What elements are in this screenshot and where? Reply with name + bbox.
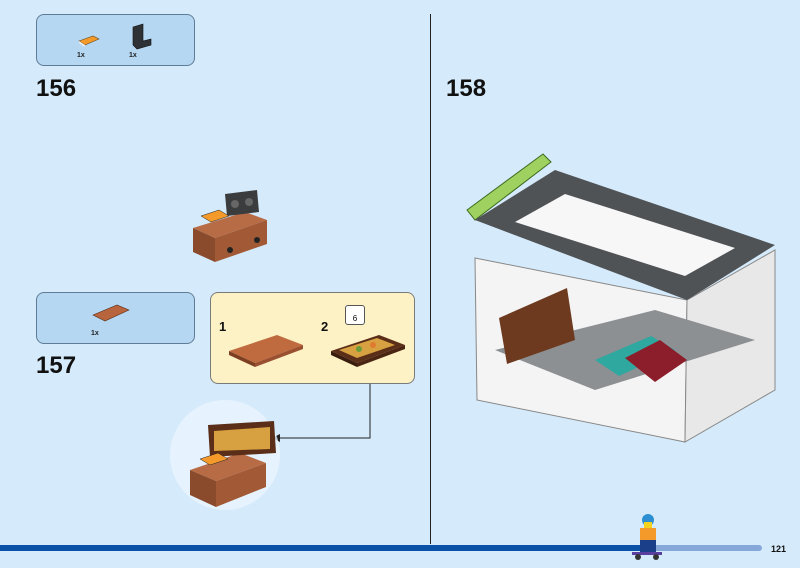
skateboarder-minifig-icon xyxy=(632,514,662,560)
orange-tile-icon xyxy=(78,35,100,47)
step-number: 156 xyxy=(36,75,77,102)
quantity-callout: 6 xyxy=(345,305,365,325)
part-qty: 1x xyxy=(77,52,85,59)
substep-box: 1 2 6 xyxy=(210,292,415,384)
brown-tile-model xyxy=(229,335,303,367)
progress-fill xyxy=(0,545,641,551)
black-bracket-icon xyxy=(132,23,152,50)
step-number: 158 xyxy=(446,75,487,102)
column-divider xyxy=(430,14,431,544)
parts-callout-157: 1x xyxy=(36,292,195,344)
brown-tile-icon xyxy=(92,304,130,322)
step-number: 157 xyxy=(36,352,77,379)
step-156-model xyxy=(193,190,267,262)
substep-number: 1 xyxy=(219,319,227,334)
part-qty: 1x xyxy=(91,330,99,337)
part-qty: 1x xyxy=(129,52,137,59)
callout-qty: 6 xyxy=(352,314,358,323)
page-number: 121 xyxy=(771,544,787,554)
step-158-building-model xyxy=(466,153,776,443)
progress-bar xyxy=(0,545,762,551)
parts-callout-156: 1x 1x xyxy=(36,14,195,66)
substep-number: 2 xyxy=(321,319,329,334)
printed-tile-model xyxy=(331,335,405,367)
step-157-result-model xyxy=(170,400,280,510)
